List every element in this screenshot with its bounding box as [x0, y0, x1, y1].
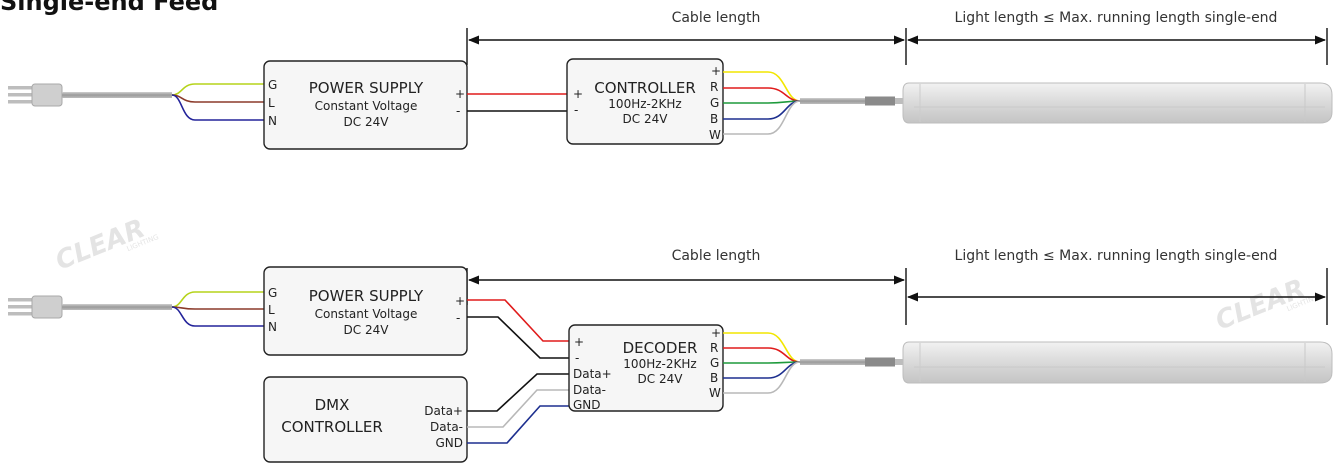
pin-label: G [268, 286, 277, 300]
ac-plug-icon [8, 295, 172, 319]
pin-label: - [456, 311, 460, 325]
pin-label: N [268, 320, 277, 334]
power-supply-box: G L N POWER SUPPLY Constant Voltage DC 2… [263, 266, 468, 356]
pin-label: + [455, 294, 465, 308]
pin-label: Data- [430, 420, 463, 434]
dmx-data-wires [467, 373, 569, 444]
light-length-label: Light length ≤ Max. running length singl… [955, 248, 1278, 264]
wire-ground [171, 83, 264, 96]
pin-label: - [575, 351, 579, 365]
dmx-controller-name-line1: DMX [315, 396, 350, 414]
wire-ground [171, 291, 264, 308]
controller-voltage: DC 24V [623, 112, 669, 126]
light-length-label: Light length ≤ Max. running length singl… [955, 10, 1278, 26]
pin-label: + [711, 326, 721, 340]
wire-line [171, 306, 264, 310]
led-strip [800, 341, 1333, 384]
ac-input-wires [171, 291, 264, 327]
watermark-right: CLEAR LIGHTING [1211, 274, 1319, 337]
rgbw-output-wires [723, 71, 801, 135]
pin-label: N [268, 114, 277, 128]
pin-label: L [268, 303, 275, 317]
page-title: Single-end Feed [0, 0, 218, 16]
decoder-voltage: DC 24V [638, 372, 684, 386]
power-supply-box: G L N POWER SUPPLY Constant Voltage DC 2… [263, 60, 468, 150]
controller-name: CONTROLLER [594, 79, 696, 97]
pin-label: G [710, 356, 719, 370]
cable-length-label: Cable length [672, 10, 761, 26]
pin-label: Data+ [424, 404, 463, 418]
dmx-controller-box: DMX CONTROLLER Data+ Data- GND [263, 376, 468, 463]
power-supply-voltage: DC 24V [344, 323, 390, 337]
pin-label: L [268, 96, 275, 110]
wire-positive [467, 299, 569, 342]
wire-neutral [171, 306, 264, 327]
pin-label: Data- [573, 383, 606, 397]
pin-label: B [710, 112, 718, 126]
top-diagram: Cable length Light length ≤ Max. running… [8, 10, 1333, 150]
pin-label: GND [573, 398, 601, 412]
pin-label: R [710, 341, 718, 355]
power-supply-name: POWER SUPPLY [309, 79, 424, 97]
pin-label: + [573, 87, 583, 101]
decoder-frequency: 100Hz-2KHz [623, 357, 696, 371]
decoder-box: + - Data+ Data- GND DECODER 100Hz-2KHz D… [568, 324, 724, 412]
pin-label: + [711, 64, 721, 78]
pin-label: W [709, 386, 721, 400]
pin-label: G [710, 96, 719, 110]
dmx-controller-name-line2: CONTROLLER [281, 418, 383, 436]
power-supply-type: Constant Voltage [315, 307, 418, 321]
decoder-name: DECODER [623, 339, 698, 357]
power-supply-voltage: DC 24V [344, 115, 390, 129]
pin-label: W [709, 128, 721, 142]
wire-negative [467, 316, 569, 359]
pin-label: G [268, 78, 277, 92]
pin-label: R [710, 80, 718, 94]
power-supply-name: POWER SUPPLY [309, 287, 424, 305]
bottom-diagram: Cable length Light length ≤ Max. running… [8, 248, 1333, 463]
pin-label: + [455, 87, 465, 101]
power-supply-type: Constant Voltage [315, 99, 418, 113]
pin-label: - [456, 104, 460, 118]
led-strip [800, 82, 1333, 124]
controller-box: + - CONTROLLER 100Hz-2KHz DC 24V + R G B… [566, 58, 724, 145]
pin-label: - [574, 103, 578, 117]
rgbw-output-wires [723, 332, 801, 394]
controller-frequency: 100Hz-2KHz [608, 97, 681, 111]
ac-plug-icon [8, 83, 172, 107]
cable-length-label: Cable length [672, 248, 761, 264]
ac-input-wires [171, 83, 264, 121]
pin-label: + [574, 335, 584, 349]
watermark-left: CLEAR LIGHTING [51, 214, 159, 277]
pin-label: Data+ [573, 367, 612, 381]
pin-label: GND [435, 436, 463, 450]
wire-neutral [171, 94, 264, 121]
pin-label: B [710, 371, 718, 385]
wire-line [171, 94, 264, 103]
